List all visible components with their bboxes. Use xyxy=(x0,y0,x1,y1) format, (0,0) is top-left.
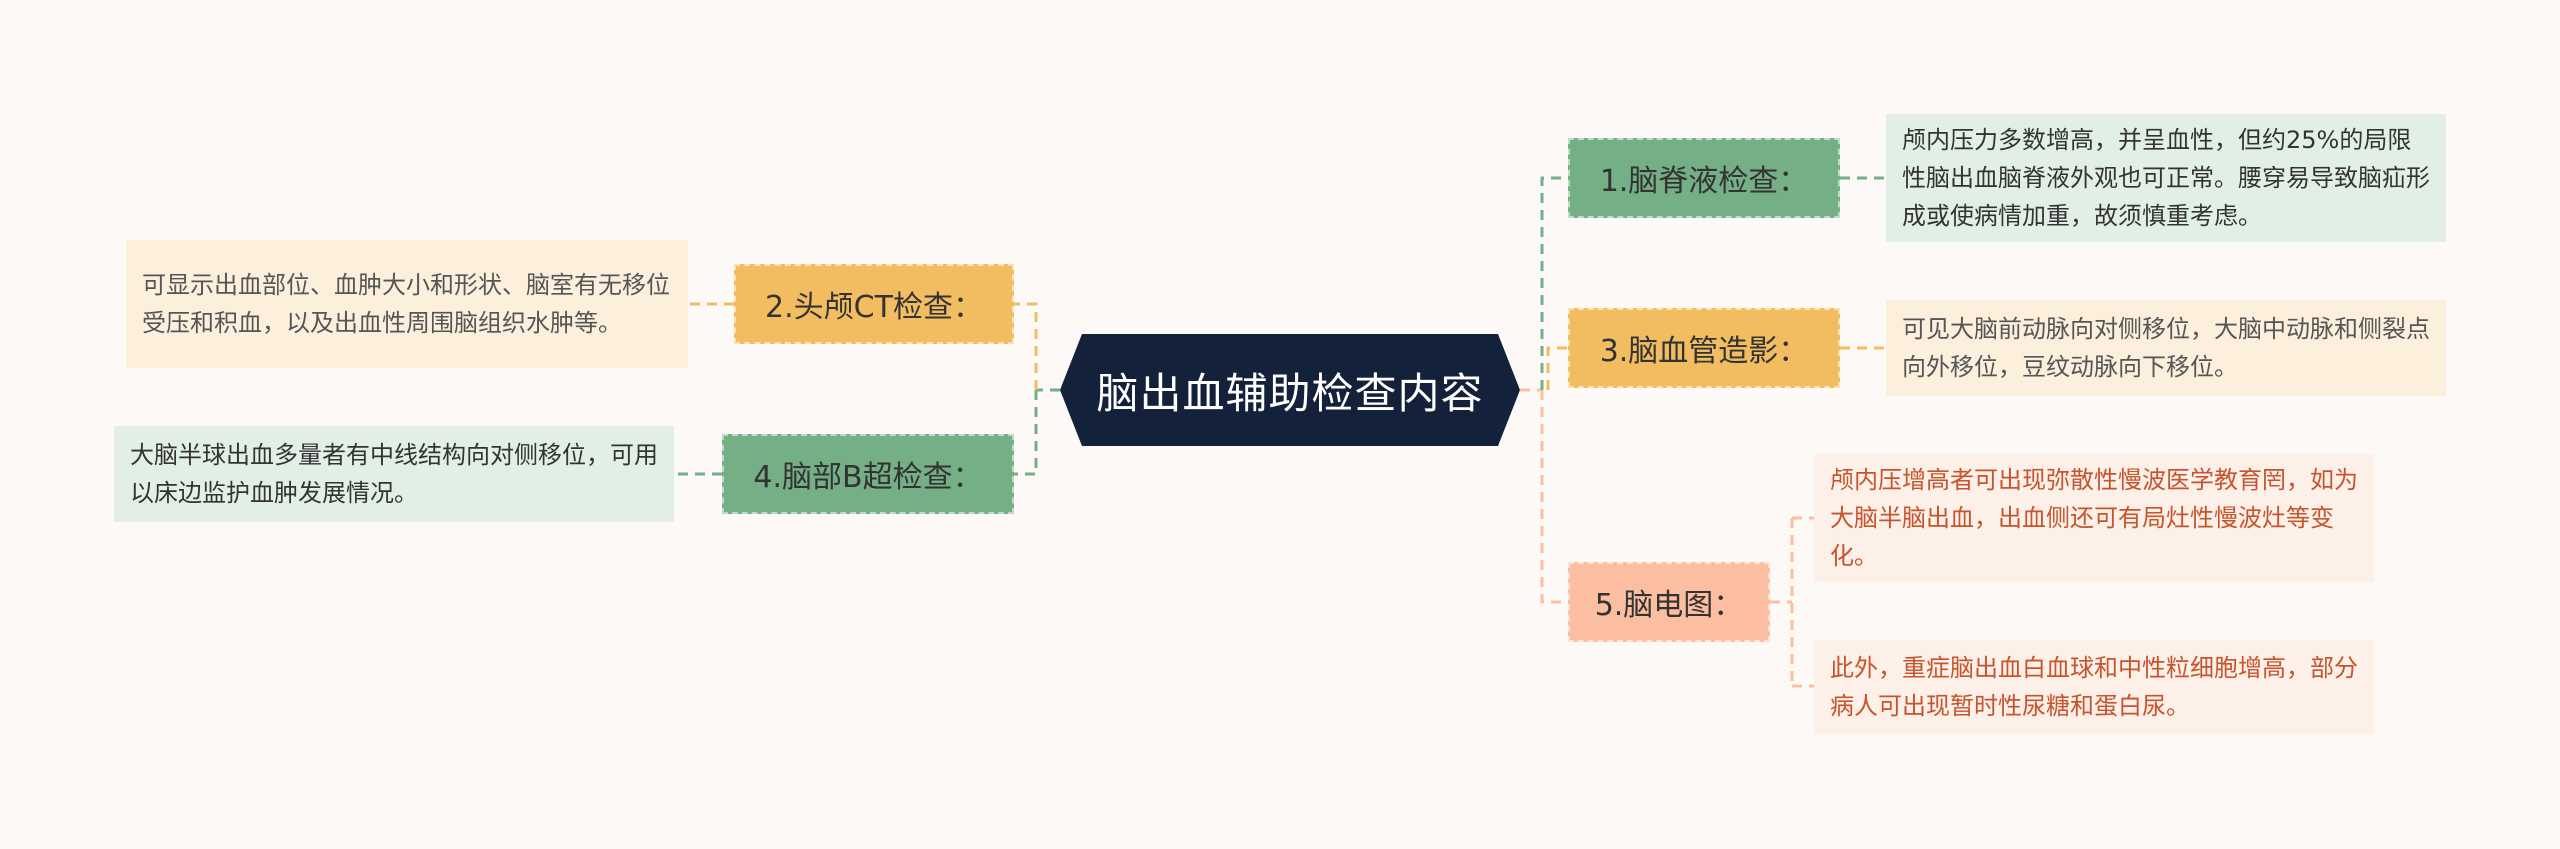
leaf-bus[interactable]: 大脑半球出血多量者有中线结构向对侧移位，可用以床边监护血肿发展情况。 xyxy=(114,426,674,522)
line-spine-angio xyxy=(1546,346,1568,390)
leaf-eeg-2[interactable]: 此外，重症脑出血白血球和中性粒细胞增高，部分病人可出现暂时性尿糖和蛋白尿。 xyxy=(1814,640,2374,734)
line-eeg-leaves xyxy=(1770,516,1814,688)
leaf-angio-text: 可见大脑前动脉向对侧移位，大脑中动脉和侧裂点向外移位，豆纹动脉向下移位。 xyxy=(1902,315,2430,381)
line-spine-csf xyxy=(1540,176,1568,390)
leaf-bus-text: 大脑半球出血多量者有中线结构向对侧移位，可用以床边监护血肿发展情况。 xyxy=(130,441,658,507)
leaf-csf-text: 颅内压力多数增高，并呈血性，但约25%的局限性脑出血脑脊液外观也可正常。腰穿易导… xyxy=(1902,126,2430,230)
leaf-ct[interactable]: 可显示出血部位、血肿大小和形状、脑室有无移位受压和积血，以及出血性周围脑组织水肿… xyxy=(126,240,688,368)
topic-ct-label: 2.头颅CT检查： xyxy=(765,290,983,325)
topic-csf[interactable]: 1.脑脊液检查： xyxy=(1568,138,1840,218)
center-label: 脑出血辅助检查内容 xyxy=(1096,368,1484,418)
leaf-csf[interactable]: 颅内压力多数增高，并呈血性，但约25%的局限性脑出血脑脊液外观也可正常。腰穿易导… xyxy=(1886,114,2446,242)
topic-bus[interactable]: 4.脑部B超检查： xyxy=(722,434,1014,514)
topic-ct[interactable]: 2.头颅CT检查： xyxy=(734,264,1014,344)
line-spine-eeg xyxy=(1540,390,1568,604)
topic-angio[interactable]: 3.脑血管造影： xyxy=(1568,308,1840,388)
topic-eeg-label: 5.脑电图： xyxy=(1594,588,1744,623)
topic-bus-label: 4.脑部B超检查： xyxy=(753,460,983,495)
line-spine-bus xyxy=(1014,390,1038,476)
center-hexagon-shape xyxy=(1060,334,1520,446)
leaf-eeg-2-text: 此外，重症脑出血白血球和中性粒细胞增高，部分病人可出现暂时性尿糖和蛋白尿。 xyxy=(1830,654,2358,720)
leaf-ct-text: 可显示出血部位、血肿大小和形状、脑室有无移位受压和积血，以及出血性周围脑组织水肿… xyxy=(142,271,670,337)
leaf-eeg-1[interactable]: 颅内压增高者可出现弥散性慢波医学教育罔，如为大脑半脑出血，出血侧还可有局灶性慢波… xyxy=(1814,454,2374,582)
leaf-eeg-1-text: 颅内压增高者可出现弥散性慢波医学教育罔，如为大脑半脑出血，出血侧还可有局灶性慢波… xyxy=(1830,466,2358,570)
leaf-angio[interactable]: 可见大脑前动脉向对侧移位，大脑中动脉和侧裂点向外移位，豆纹动脉向下移位。 xyxy=(1886,300,2446,396)
line-spine-ct xyxy=(1014,302,1038,390)
topic-eeg[interactable]: 5.脑电图： xyxy=(1568,562,1770,642)
center-node[interactable]: 脑出血辅助检查内容 xyxy=(1060,334,1520,446)
topic-angio-label: 3.脑血管造影： xyxy=(1599,334,1809,369)
topic-csf-label: 1.脑脊液检查： xyxy=(1599,164,1809,199)
